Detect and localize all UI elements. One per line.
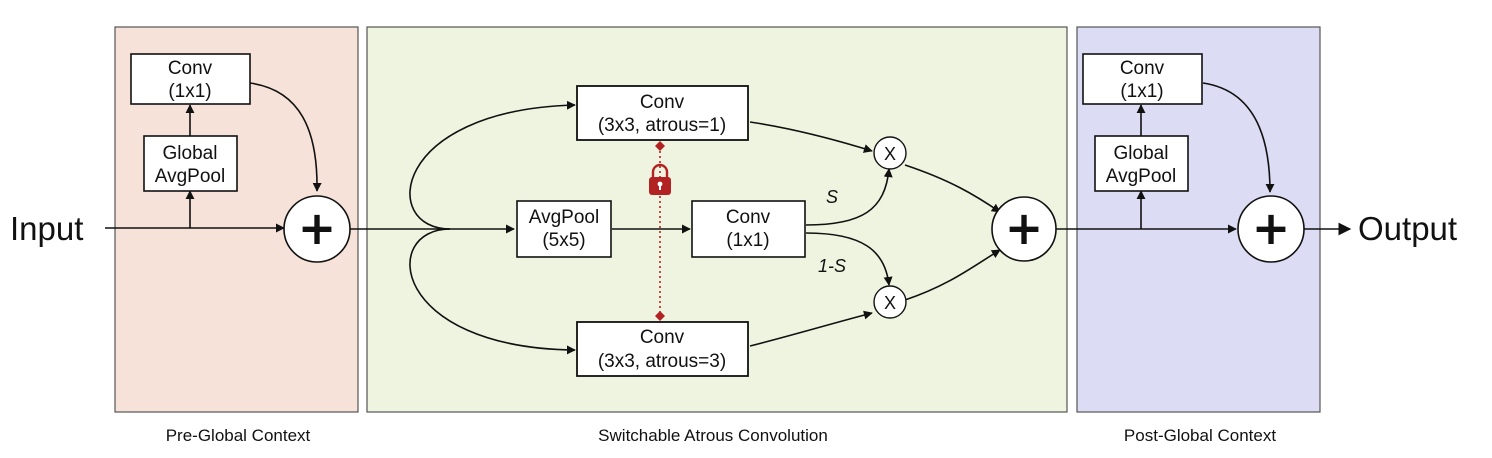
edge-mult-top-to-plus (904, 164, 1001, 213)
pre-conv-label: Conv (168, 58, 213, 79)
edge-to-conv-bot (409, 228, 576, 355)
edge-conv-bot-to-mult-bot (749, 310, 873, 347)
pre-plus-symbol: + (298, 201, 337, 255)
post-conv-box: Conv (1x1) (1082, 53, 1203, 105)
multiply-bottom-symbol: X (884, 293, 896, 313)
conv-switch-params: (1x1) (726, 230, 769, 251)
pre-pool-label-2: AvgPool (155, 166, 225, 187)
edge-post-conv-to-plus (1202, 82, 1275, 193)
conv-atrous3-params: (3x3, atrous=3) (598, 351, 726, 372)
conv-switch-label: Conv (726, 207, 771, 228)
weight-sharing-link (649, 141, 671, 321)
conv-switch-box: Conv (1x1) (691, 200, 806, 258)
pre-pool-label-1: Global (163, 143, 218, 164)
post-plus-symbol: + (1252, 201, 1291, 255)
lock-diamond-top (655, 141, 665, 151)
post-conv-label: Conv (1120, 58, 1165, 79)
s-label: S (826, 187, 838, 207)
post-global-context-label: Post-Global Context (1124, 426, 1276, 445)
one-minus-s-label: 1-S (818, 256, 846, 276)
conv-atrous3-label: Conv (640, 327, 685, 348)
multiply-bottom-node: X (873, 285, 907, 319)
connections (105, 82, 1352, 355)
pre-global-avgpool-box: Global AvgPool (143, 135, 238, 192)
lock-icon (649, 163, 671, 195)
lock-diamond-bottom (655, 311, 665, 321)
avgpool-params: (5x5) (542, 230, 585, 251)
output-label: Output (1358, 210, 1457, 247)
sac-plus-symbol: + (1005, 201, 1044, 255)
edge-pre-conv-to-plus (249, 82, 322, 192)
switchable-atrous-convolution-label: Switchable Atrous Convolution (598, 426, 828, 445)
conv-atrous1-label: Conv (640, 92, 685, 113)
sac-sum-node: + (991, 196, 1057, 262)
edge-one-minus-s-to-mult-bot (805, 232, 893, 286)
pre-conv-box: Conv (1x1) (130, 53, 251, 105)
edge-to-conv-top (409, 100, 576, 230)
pre-conv-params: (1x1) (168, 81, 211, 102)
multiply-top-symbol: X (884, 144, 896, 164)
avgpool-box: AvgPool (5x5) (516, 200, 612, 258)
post-sum-node: + (1237, 195, 1305, 263)
multiply-top-node: X (873, 136, 907, 170)
post-global-avgpool-box: Global AvgPool (1094, 135, 1189, 192)
conv-atrous3-box: Conv (3x3, atrous=3) (576, 321, 749, 377)
edge-s-to-mult-top (805, 168, 893, 226)
post-conv-params: (1x1) (1120, 81, 1163, 102)
edge-conv-top-to-mult-top (749, 121, 873, 153)
post-pool-label-1: Global (1114, 143, 1169, 164)
pre-sum-node: + (283, 195, 351, 263)
pre-global-context-label: Pre-Global Context (166, 426, 311, 445)
conv-atrous1-params: (3x3, atrous=1) (598, 115, 726, 136)
post-pool-label-2: AvgPool (1106, 166, 1176, 187)
avgpool-label: AvgPool (529, 207, 599, 228)
input-label: Input (10, 210, 83, 247)
edge-mult-bot-to-plus (904, 249, 1001, 301)
conv-atrous1-box: Conv (3x3, atrous=1) (576, 85, 749, 141)
